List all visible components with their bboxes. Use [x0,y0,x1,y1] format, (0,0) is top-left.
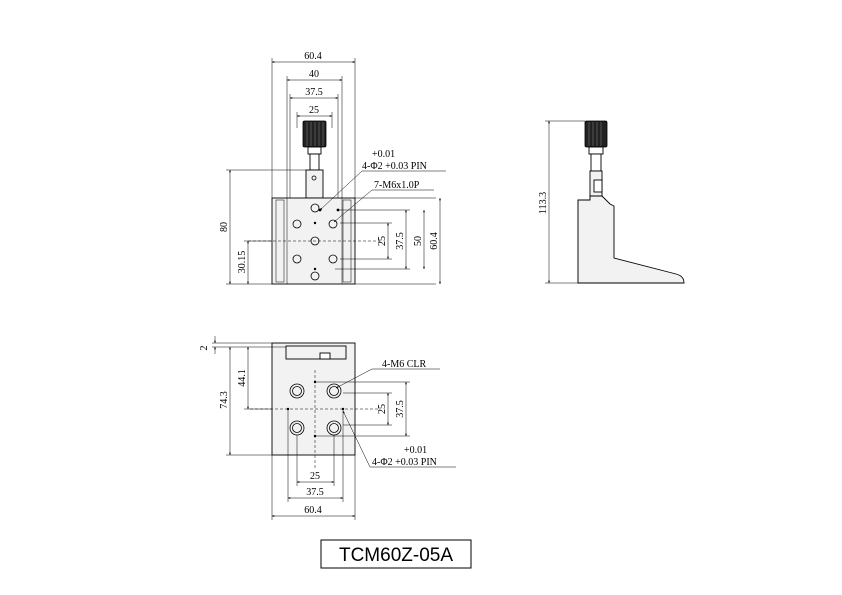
dim-front-80: 80 [219,222,230,232]
front-pin-callout: 4-Φ2 +0.03 PIN [362,161,427,172]
micrometer-knob [302,120,327,148]
dim-bottom-25: 25 [310,471,320,482]
dim-bottom-2: 2 [199,346,210,351]
dim-front-25: 25 [309,105,319,116]
dim-bottom-right-37-5: 37.5 [395,400,406,418]
dim-bottom-74-3: 74.3 [219,391,230,409]
dim-bottom-37-5: 37.5 [306,487,324,498]
bottom-clr-callout: 4-M6 CLR [382,359,427,370]
stage-body-bottom [271,342,356,456]
dim-front-right-37-5: 37.5 [395,232,406,250]
stage-body-side [577,195,685,284]
model-title: TCM60Z-05A [339,545,453,566]
side-view: 113.3 [538,120,685,284]
dim-front-right-50: 50 [413,236,424,246]
dim-side-113-3: 113.3 [538,192,549,214]
dim-bottom-right-25: 25 [377,404,388,414]
dim-front-60-4: 60.4 [304,51,322,62]
dim-front-right-25: 25 [377,236,388,246]
bottom-tol-upper: +0.01 [404,445,427,456]
dim-front-30-15: 30.15 [237,251,248,274]
micrometer-knob-side [584,120,608,148]
front-tol-upper: +0.01 [372,149,395,160]
bottom-view: 2 74.3 44.1 25 37.5 4-M6 CLR +0.01 4-Φ2 … [199,336,456,520]
dim-front-40: 40 [309,69,319,80]
bottom-pin-callout: 4-Φ2 +0.03 PIN [372,457,437,468]
dim-bottom-60-4: 60.4 [304,505,322,516]
dim-front-37-5: 37.5 [305,87,323,98]
dim-front-right-60-4: 60.4 [429,232,440,250]
dim-bottom-44-1: 44.1 [237,369,248,387]
front-view: 60.4 40 37.5 25 [219,51,446,285]
model-title-box: TCM60Z-05A [320,539,472,569]
front-thread-callout: 7-M6x1.0P [374,180,420,191]
